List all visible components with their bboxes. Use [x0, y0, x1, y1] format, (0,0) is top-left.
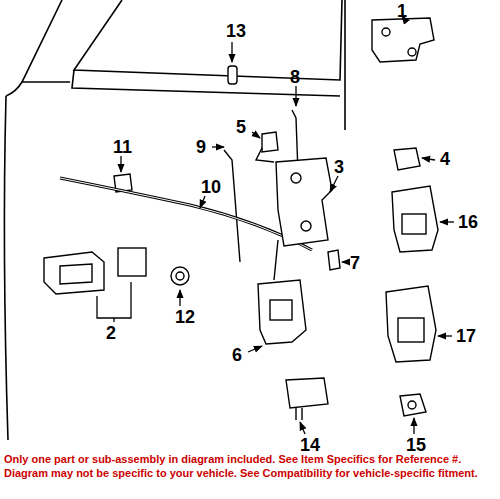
callout-number: 9	[196, 138, 206, 156]
callout-number: 15	[406, 436, 426, 454]
callout-number: 5	[236, 118, 246, 136]
callout-number: 8	[290, 68, 300, 86]
callout-number: 7	[350, 254, 360, 272]
callout-number: 11	[113, 138, 132, 156]
parts	[44, 18, 438, 420]
bracket-2	[97, 282, 131, 322]
callout-number: 10	[201, 178, 221, 196]
callout-number: 6	[232, 346, 242, 364]
callout-number: 12	[175, 308, 195, 326]
callout-number: 1	[397, 2, 407, 20]
callout-number: 2	[106, 324, 116, 342]
callout-number: 17	[456, 327, 476, 345]
door-outline	[4, 0, 345, 440]
callout-number: 4	[440, 150, 450, 168]
callout-number: 16	[458, 213, 478, 231]
disclaimer-caption: Only one part or sub-assembly in diagram…	[4, 452, 496, 480]
callout-number: 14	[300, 436, 320, 454]
leader-lines	[121, 16, 454, 434]
callout-number: 3	[334, 158, 344, 176]
callout-number: 13	[226, 22, 246, 40]
